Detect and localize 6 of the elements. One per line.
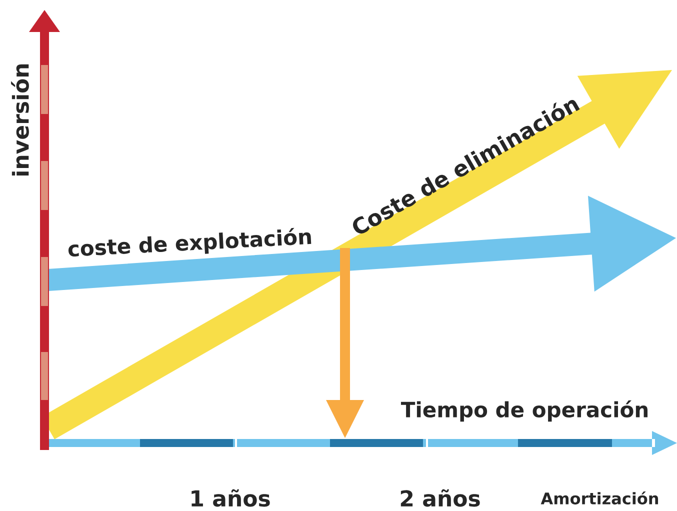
- axis-label: inversión: [11, 64, 29, 176]
- axis-label: Tiempo de operación: [400, 400, 648, 422]
- tick-label: 2 años: [400, 489, 480, 507]
- tick-label: Amortización: [540, 491, 658, 504]
- curve-label: coste de explotación: [68, 228, 312, 257]
- tick-label: 1 años: [192, 489, 270, 507]
